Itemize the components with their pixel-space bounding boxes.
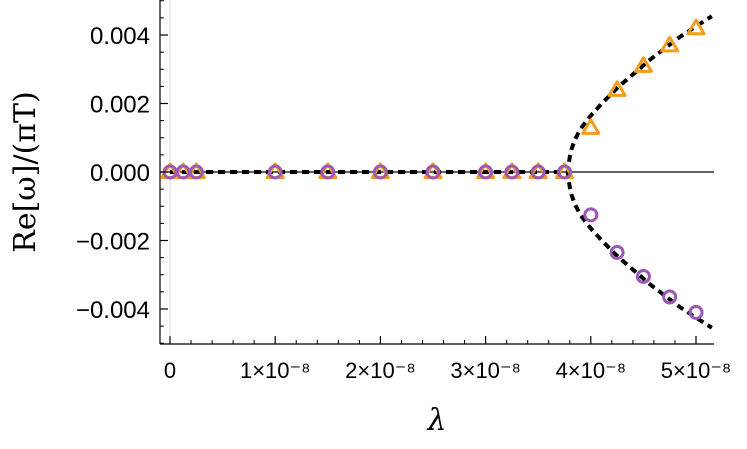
- circle-point: [425, 164, 441, 180]
- circle-series: [162, 164, 704, 320]
- circle-point: [609, 244, 625, 260]
- x-tick-label: 1×10⁻⁸: [240, 358, 310, 383]
- triangle-point: [660, 35, 680, 53]
- y-tick-label: 0.002: [90, 92, 150, 119]
- circle-point: [530, 164, 546, 180]
- triangle-point: [633, 56, 653, 73]
- y-tick-label: −0.002: [76, 229, 150, 256]
- circle-point: [267, 164, 283, 180]
- y-tick-label: 0.000: [90, 160, 150, 187]
- circle-point: [320, 164, 336, 180]
- x-tick-label: 4×10⁻⁸: [556, 358, 626, 383]
- x-tick-label: 3×10⁻⁸: [450, 358, 520, 383]
- circle-point: [557, 164, 572, 180]
- x-axis-label: λ: [426, 403, 446, 438]
- x-axis-ticks: 0 1×10⁻⁸ 2×10⁻⁸ 3×10⁻⁸ 4×10⁻⁸ 5×10⁻⁸: [164, 336, 731, 383]
- lower-dashed-curve: [170, 170, 713, 330]
- triangle-point: [607, 80, 627, 97]
- y-axis-label: Re[ω]/(πT): [8, 91, 43, 252]
- y-tick-label: 0.004: [90, 23, 150, 50]
- circle-point: [372, 164, 388, 180]
- upper-dashed-curve: [170, 14, 713, 174]
- circle-point: [635, 268, 651, 284]
- x-tick-label: 5×10⁻⁸: [661, 358, 731, 383]
- x-tick-label: 0: [164, 358, 176, 383]
- circle-point: [504, 164, 520, 180]
- circle-point: [583, 207, 599, 223]
- triangle-series: [160, 18, 706, 180]
- circle-point: [688, 304, 704, 320]
- triangle-point: [581, 118, 601, 135]
- circle-point: [478, 164, 494, 180]
- x-tick-label: 2×10⁻⁸: [345, 358, 415, 383]
- triangle-point: [686, 18, 706, 36]
- y-tick-label: −0.004: [76, 297, 150, 324]
- circle-point: [188, 164, 204, 180]
- circle-point: [662, 289, 678, 305]
- y-axis-ticks: 0.004 0.002 0.000 −0.002 −0.004: [76, 0, 168, 344]
